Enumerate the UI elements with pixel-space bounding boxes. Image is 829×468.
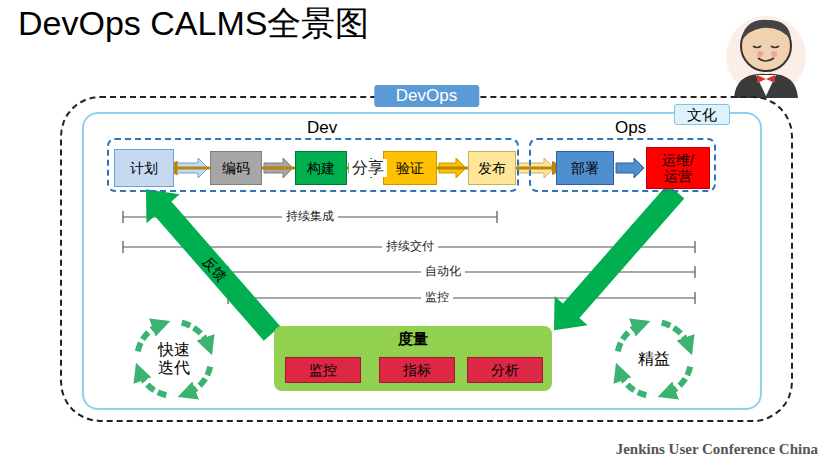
box-label: 监控 (309, 362, 337, 378)
range-label: 监控 (421, 291, 453, 305)
process-box: 发布 (468, 151, 516, 185)
box-label: 编码 (222, 160, 250, 176)
cycle-arrow (667, 367, 691, 394)
box-label: 运维/ 运营 (656, 152, 700, 184)
logo-bowtie (757, 75, 775, 83)
box-label: 分析 (491, 362, 519, 378)
frame-heading: DevOps (374, 85, 479, 107)
box-label: 构建 (307, 160, 335, 176)
edge-label: 分享 (349, 159, 387, 177)
range-line (228, 292, 695, 304)
process-box: 计划 (114, 149, 174, 187)
frame-heading: 文化 (674, 104, 730, 125)
logo-hair (741, 20, 791, 42)
box-label: 计划 (130, 160, 158, 176)
box-label: 指标 (403, 362, 431, 378)
process-box: 运维/ 运营 (646, 147, 710, 189)
footer-note: Jenkins User Conference China (616, 441, 818, 458)
culture-frame: 计划编码构建验证发布Dev部署运维/ 运营Ops快速 迭代监控指标分析度量精益文… (82, 112, 762, 410)
stage-group: 部署运维/ 运营Ops (529, 138, 716, 192)
process-box: 编码 (210, 151, 262, 185)
range-label: 持续交付 (382, 240, 438, 254)
process-box: 监控 (285, 357, 361, 383)
logo-shirt (756, 75, 776, 96)
frame-heading: Ops (615, 118, 646, 138)
feedback-arrow (146, 189, 280, 340)
cycle-label: 快速 迭代 (157, 341, 191, 378)
process-box: 分析 (467, 357, 543, 383)
cycle-arrow (187, 367, 211, 394)
range-label: 自动化 (421, 265, 465, 279)
cycle-label: 精益 (638, 350, 670, 368)
range-line (228, 266, 695, 278)
box-label: 部署 (571, 160, 599, 176)
logo-cheek (757, 51, 763, 57)
logo-jacket (734, 74, 798, 98)
cycle-circle: 快速 迭代 (132, 317, 216, 401)
box-label: 验证 (396, 160, 424, 176)
edge-label: 反馈 (200, 253, 231, 285)
box-label: 发布 (478, 160, 506, 176)
cycle-arrow (662, 323, 689, 347)
range-label: 持续集成 (282, 210, 338, 224)
cycle-arrow (619, 372, 646, 396)
process-box: 指标 (379, 357, 455, 383)
cycle-arrow (138, 324, 162, 351)
jenkins-logo (726, 16, 806, 98)
frame-heading: Dev (307, 118, 337, 138)
stage-group: 计划编码构建验证发布Dev (107, 138, 519, 192)
process-box: 验证 (383, 151, 437, 185)
logo-smile (758, 58, 774, 61)
feedback-arrow (554, 184, 684, 330)
devops-frame: 计划编码构建验证发布Dev部署运维/ 运营Ops快速 迭代监控指标分析度量精益文… (60, 96, 793, 422)
cycle-circle: 精益 (612, 317, 696, 401)
page-title: DevOps CALMS全景图 (18, 4, 369, 43)
process-box: 构建 (295, 151, 347, 185)
flow-arrow (616, 158, 644, 178)
metrics-panel: 监控 指标 分析 度量 (274, 326, 552, 391)
logo-eyes (753, 46, 779, 48)
frame-heading: 度量 (274, 330, 552, 347)
logo-ground (726, 16, 806, 96)
cycle-arrow (618, 324, 642, 351)
logo-cheek (771, 51, 777, 57)
process-box: 部署 (556, 151, 614, 185)
